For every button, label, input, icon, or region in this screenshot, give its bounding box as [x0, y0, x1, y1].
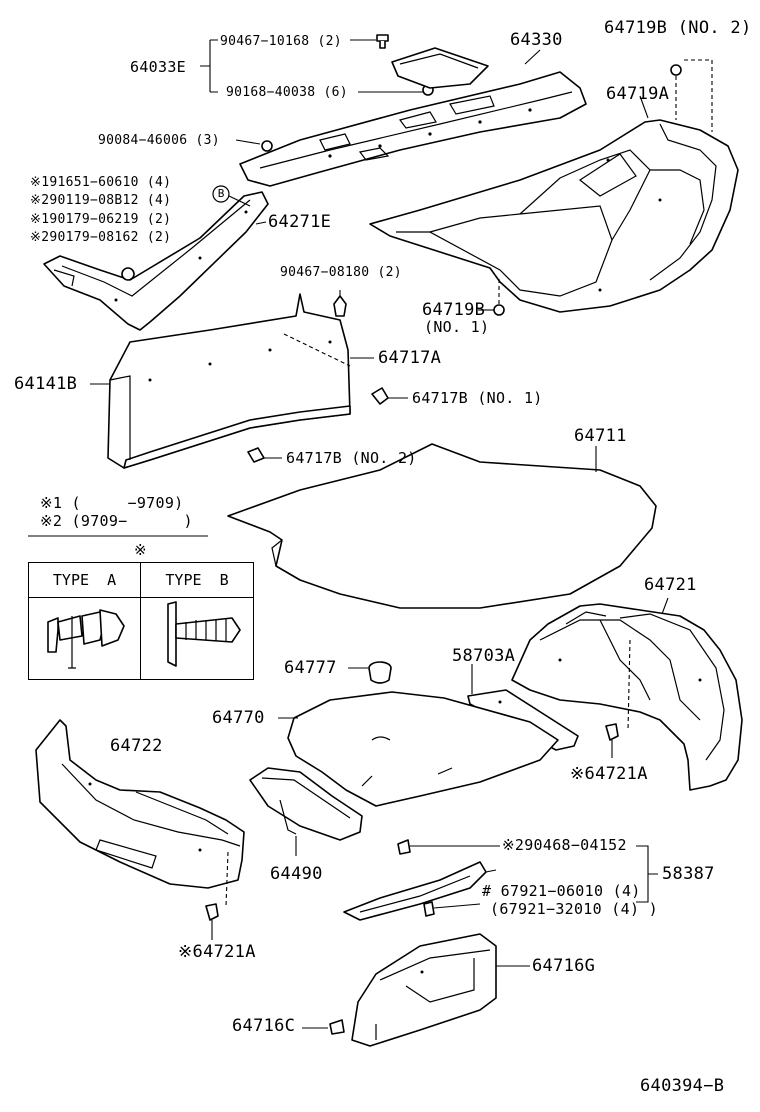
clip-90084-46006 — [235, 139, 273, 152]
label-58387: 58387 — [662, 864, 715, 884]
clip-type-legend: TYPE A TYPE B — [28, 562, 254, 680]
note-range-2: ※2 (9709− ) — [40, 512, 193, 530]
diagram-reference-number: 640394−B — [640, 1076, 725, 1096]
screw-67921 — [423, 901, 481, 917]
circle-b — [212, 185, 251, 207]
label-64721A-right: ※64721A — [570, 764, 648, 784]
label-67921-06010: # 67921−06010 (4) — [482, 882, 641, 900]
floor-mat-64711 — [227, 443, 657, 609]
label-64716C: 64716C — [232, 1016, 296, 1036]
panel-64141B — [90, 293, 374, 469]
side-trim-64721 — [511, 597, 743, 791]
legend-type-b: TYPE B — [165, 571, 229, 589]
screw-90467-10168 — [376, 34, 389, 49]
label-90168-40038: 90168−40038 (6) — [226, 85, 348, 100]
legend-marker: ※ — [134, 541, 147, 559]
clip-90467-08180 — [333, 290, 347, 317]
note-range-1: ※1 ( −9709) — [40, 494, 184, 512]
label-64719B-no1-suffix: (NO. 1) — [424, 318, 490, 336]
side-trim-64722 — [35, 719, 245, 907]
clip-64717B-no1 — [371, 387, 408, 405]
circle-b-label: B — [217, 187, 225, 200]
label-64711: 64711 — [574, 426, 627, 446]
clip-64719B-no1 — [478, 276, 505, 316]
clip-64721A-right — [605, 723, 619, 758]
label-64777: 64777 — [284, 658, 337, 678]
label-190179: ※190179−06219 (2) — [30, 212, 172, 227]
label-64717B-no1: 64717B (NO. 1) — [412, 389, 543, 407]
clip-64716C — [302, 1019, 345, 1035]
label-290119: ※290119−08B12 (4) — [30, 193, 172, 208]
bracket-64033E-lines — [200, 39, 424, 93]
label-290179: ※290179−08162 (2) — [30, 230, 172, 245]
label-64330: 64330 — [510, 30, 563, 50]
legend-header-row — [29, 563, 253, 598]
tray-64490 — [249, 767, 363, 856]
cover-64716G — [351, 933, 530, 1047]
label-67921-32010: (67921−32010 (4) ) — [490, 900, 658, 918]
label-90467-08180: 90467−08180 (2) — [280, 265, 402, 280]
label-64722: 64722 — [110, 736, 163, 756]
label-64770: 64770 — [212, 708, 265, 728]
label-90467-10168: 90467−10168 (2) — [220, 34, 342, 49]
label-58703A: 58703A — [452, 646, 516, 666]
label-64271E: 64271E — [268, 212, 332, 232]
label-64716G: 64716G — [532, 956, 596, 976]
label-64719A: 64719A — [606, 84, 670, 104]
sill-plate-58387 — [343, 861, 497, 921]
label-90084-46006: 90084−46006 (3) — [98, 133, 220, 148]
legend-type-a: TYPE A — [52, 571, 117, 589]
label-64721: 64721 — [644, 575, 697, 595]
clip-64721A-left — [205, 903, 219, 940]
label-290468: ※290468−04152 — [502, 836, 627, 854]
label-64141B: 64141B — [14, 374, 78, 394]
label-64490: 64490 — [270, 864, 323, 884]
clip-290468 — [397, 839, 500, 855]
label-64033E: 64033E — [130, 58, 186, 76]
clip-type-a-icon — [47, 609, 125, 669]
clip-type-b-icon — [167, 601, 241, 667]
package-trim-64719A — [369, 95, 739, 313]
package-tray — [239, 71, 587, 187]
legend-divider — [140, 563, 141, 679]
hinge-cover-64330 — [391, 47, 541, 89]
label-64717B-no2: 64717B (NO. 2) — [286, 449, 417, 467]
label-64721A-left: ※64721A — [178, 942, 256, 962]
clip-64717B-no2 — [247, 447, 282, 463]
plug-64777 — [348, 661, 392, 684]
label-64719B-no1: 64719B — [422, 300, 486, 320]
clip-64719B-no2 — [670, 59, 713, 132]
bracket-58387-lines — [636, 845, 658, 903]
extension-64271E — [43, 191, 269, 331]
label-191651: ※191651−60610 (4) — [30, 175, 172, 190]
label-64719B-no2: 64719B (NO. 2) — [604, 18, 752, 38]
deck-board-64770 — [278, 691, 559, 807]
label-64717A: 64717A — [378, 348, 442, 368]
